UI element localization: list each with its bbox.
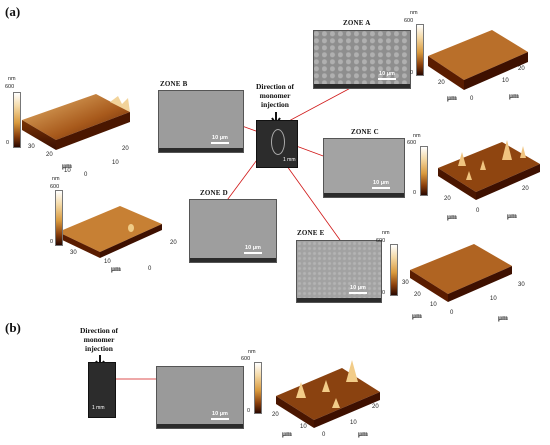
afm-surface-left-middle xyxy=(58,206,162,258)
colorbar-max: 600 xyxy=(5,84,15,90)
axis-unit-zone-e-y: μm xyxy=(498,314,508,322)
axis-tick: 0 xyxy=(322,432,326,438)
axis-tick: 0 xyxy=(84,172,88,178)
zone-a-label: ZONE A xyxy=(343,19,371,27)
sample-photo-b: 1 mm xyxy=(88,362,116,418)
axis-unit-zone-a-y: μm xyxy=(509,92,519,100)
sem-image-zone-e: 10 μm xyxy=(296,240,382,303)
axis-tick: 10 xyxy=(104,259,111,265)
scale-bar: 10 μm xyxy=(244,245,262,254)
colorbar-unit: nm xyxy=(413,133,421,139)
colorbar-zone-a xyxy=(416,24,424,76)
colorbar-unit: nm xyxy=(8,76,16,82)
afm-surface-left-top xyxy=(22,94,130,150)
axis-tick: 20 xyxy=(372,404,379,410)
colorbar-min: 0 xyxy=(413,190,417,196)
axis-tick: 0 xyxy=(148,266,152,272)
colorbar-max: 600 xyxy=(407,140,417,146)
colorbar-min: 0 xyxy=(50,239,54,245)
colorbar-panel-b xyxy=(254,362,262,414)
axis-tick: 0 xyxy=(470,96,474,102)
scale-bar: 10 μm xyxy=(211,135,229,144)
scale-bar: 10 μm xyxy=(378,71,396,80)
afm-surface-zone-e xyxy=(410,244,512,302)
axis-unit-left-middle: μm xyxy=(111,265,121,273)
axis-tick: 10 xyxy=(430,302,437,308)
axis-tick: 0 xyxy=(476,208,480,214)
axis-unit-panel-b-y: μm xyxy=(358,430,368,438)
axis-unit-left-top: μm xyxy=(62,162,72,170)
colorbar-min: 0 xyxy=(6,140,10,146)
sample-scale-label: 1 mm xyxy=(283,157,296,163)
colorbar-min: 0 xyxy=(247,408,251,414)
axis-unit-zone-c: μm xyxy=(447,213,457,221)
colorbar-max: 600 xyxy=(376,238,386,244)
axis-tick: 20 xyxy=(170,240,177,246)
afm-surface-zone-a xyxy=(428,30,528,90)
zone-c-label: ZONE C xyxy=(351,128,379,136)
axis-tick: 10 xyxy=(490,296,497,302)
axis-unit-zone-e: μm xyxy=(412,312,422,320)
axis-tick: 30 xyxy=(402,280,409,286)
axis-tick: 20 xyxy=(46,152,53,158)
axis-tick: 10 xyxy=(112,160,119,166)
colorbar-unit: nm xyxy=(382,230,390,236)
afm-surface-panel-b xyxy=(276,360,380,428)
colorbar-left-top xyxy=(13,92,21,148)
colorbar-max: 600 xyxy=(241,356,251,362)
scale-bar: 10 μm xyxy=(372,180,390,189)
axis-tick: 20 xyxy=(518,66,525,72)
axis-tick: 0 xyxy=(450,310,454,316)
axis-tick: 20 xyxy=(444,196,451,202)
axis-tick: 10 xyxy=(350,420,357,426)
sem-image-panel-b: 10 μm xyxy=(156,366,244,429)
sem-image-zone-c: 10 μm xyxy=(323,138,405,198)
sample-photo-a: 1 mm xyxy=(256,120,298,168)
sem-image-zone-b: 10 μm xyxy=(158,90,244,153)
colorbar-zone-c xyxy=(420,146,428,196)
colorbar-max: 600 xyxy=(404,18,414,24)
colorbar-zone-e xyxy=(390,244,398,296)
afm-surface-zone-c xyxy=(438,140,540,200)
panel-label-a: (a) xyxy=(5,4,21,19)
colorbar-max: 600 xyxy=(50,184,60,190)
zone-b-label: ZONE B xyxy=(160,80,188,88)
axis-tick: 20 xyxy=(522,186,529,192)
colorbar-unit: nm xyxy=(410,10,418,16)
axis-tick: 10 xyxy=(502,78,509,84)
axis-tick: 30 xyxy=(70,250,77,256)
axis-tick: 20 xyxy=(438,80,445,86)
axis-unit-zone-c-y: μm xyxy=(507,212,517,220)
zone-d-label: ZONE D xyxy=(200,189,228,197)
panel-label-b: (b) xyxy=(5,320,21,335)
sample-scale-label: 1 mm xyxy=(92,405,105,411)
axis-tick: 20 xyxy=(272,412,279,418)
colorbar-unit: nm xyxy=(52,176,60,182)
zone-e-label: ZONE E xyxy=(297,229,325,237)
axis-tick: 30 xyxy=(28,144,35,150)
axis-tick: 10 xyxy=(300,424,307,430)
axis-tick: 30 xyxy=(518,282,525,288)
colorbar-left-middle xyxy=(55,190,63,246)
axis-tick: 10 xyxy=(64,168,71,174)
axis-tick: 20 xyxy=(122,146,129,152)
axis-unit-panel-b: μm xyxy=(282,430,292,438)
scale-bar: 10 μm xyxy=(211,411,229,420)
sem-image-zone-a: 10 μm xyxy=(313,30,411,89)
axis-tick: 20 xyxy=(414,292,421,298)
scale-bar: 10 μm xyxy=(349,285,367,294)
colorbar-min: 0 xyxy=(410,70,414,76)
colorbar-min: 0 xyxy=(382,290,386,296)
sem-image-zone-d: 10 μm xyxy=(189,199,277,263)
colorbar-unit: nm xyxy=(248,349,256,355)
axis-unit-zone-a: μm xyxy=(447,94,457,102)
